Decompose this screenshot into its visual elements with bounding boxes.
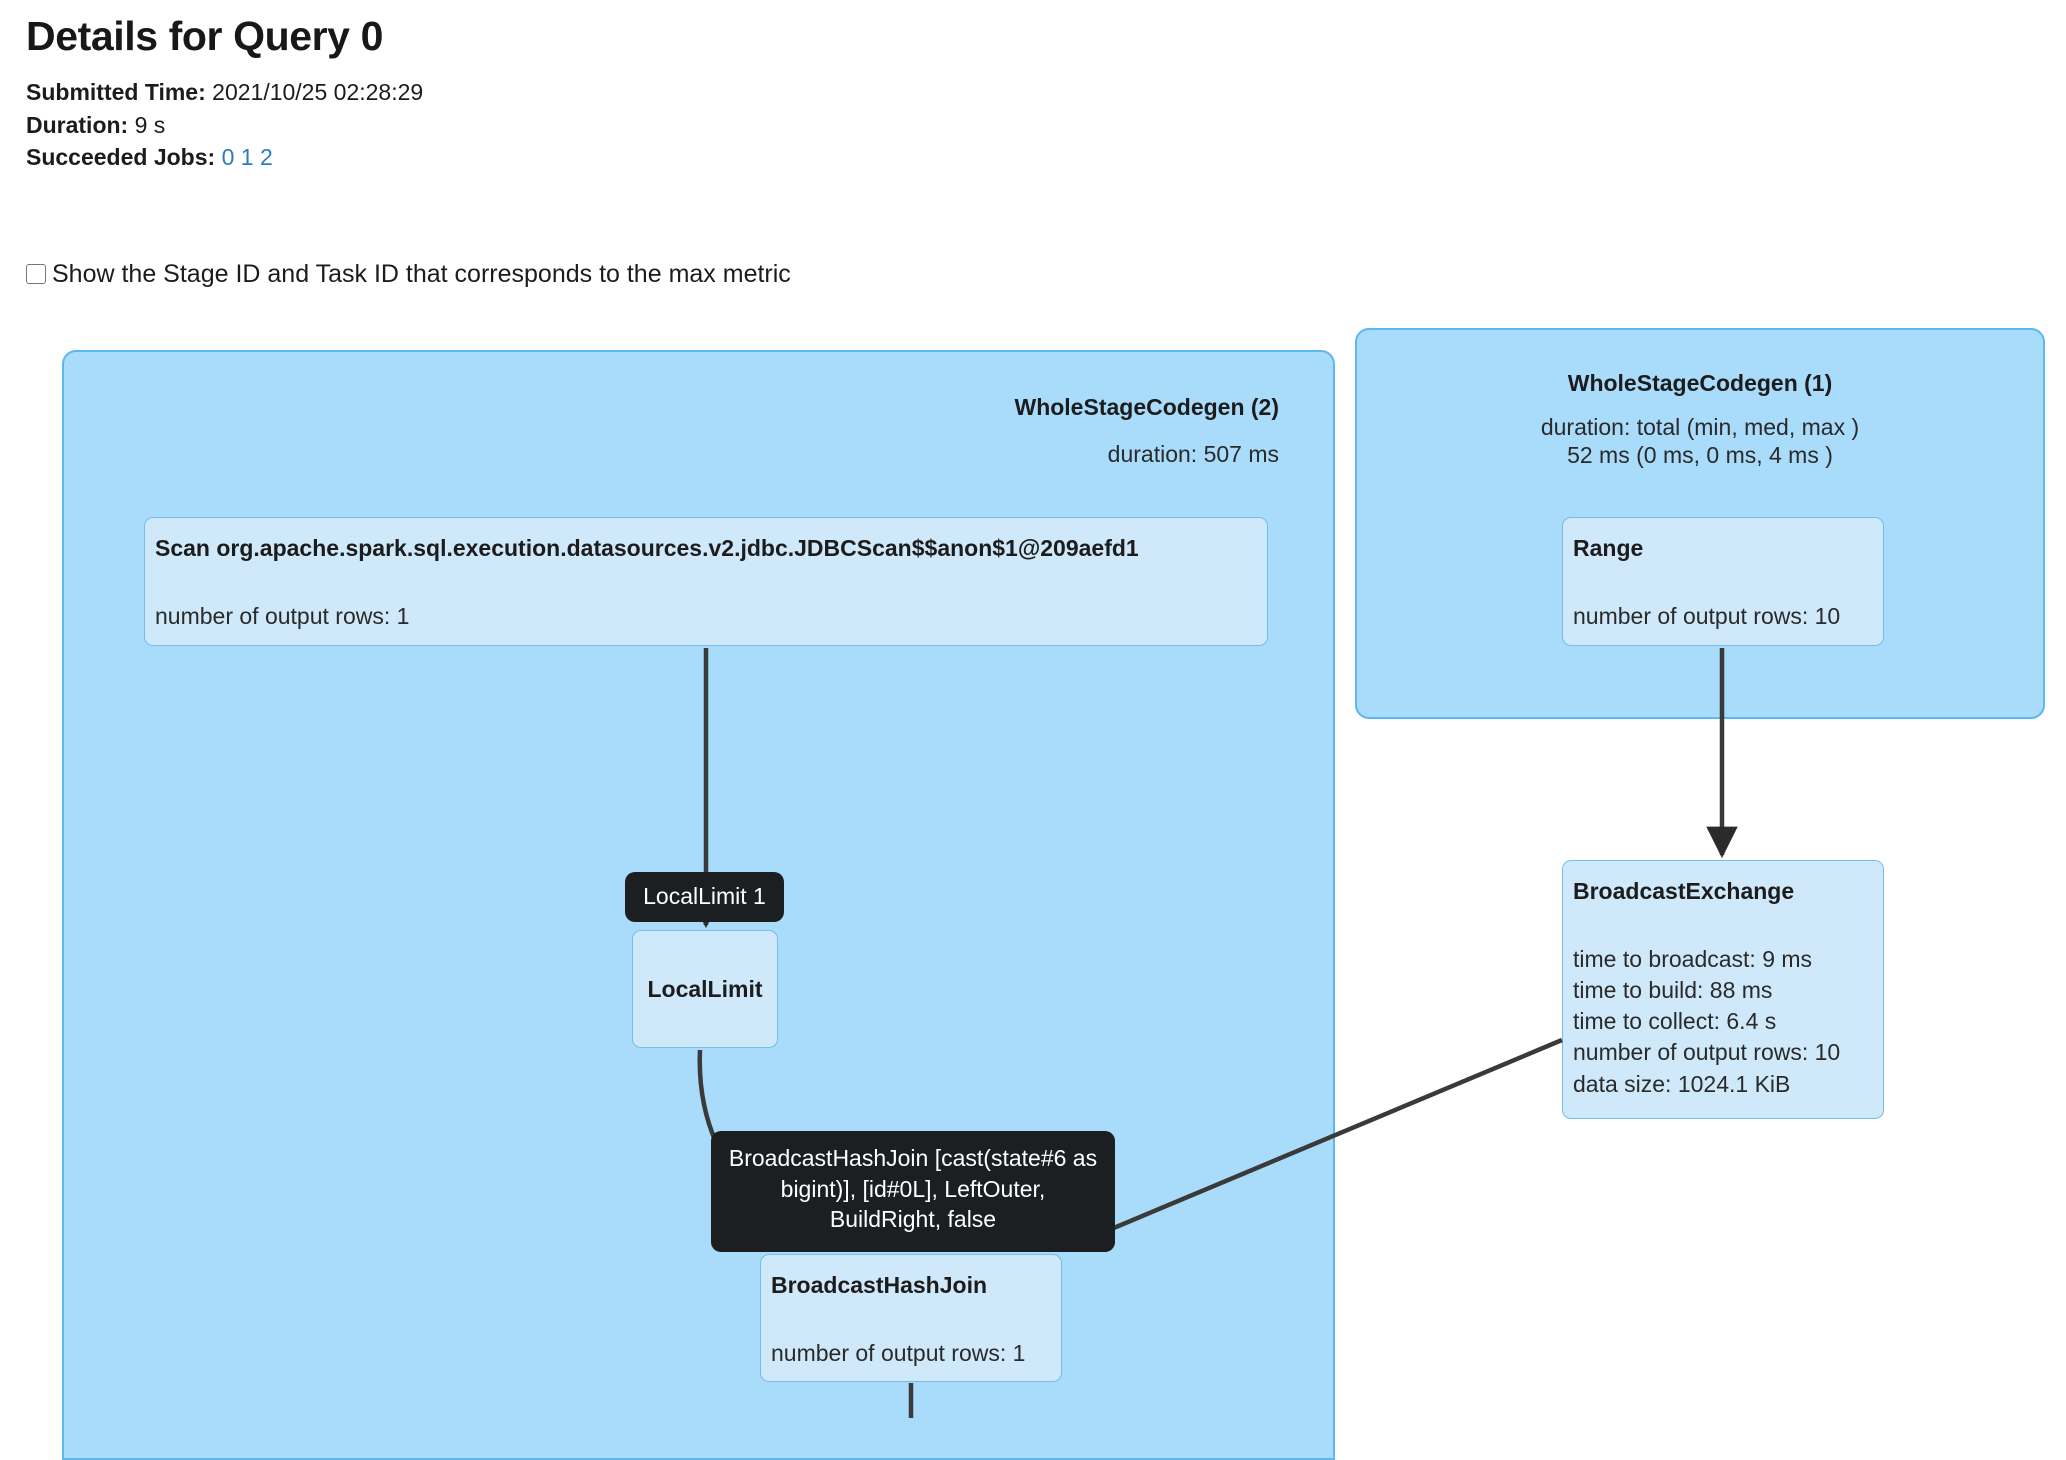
show-stage-task-checkbox[interactable]	[26, 264, 46, 284]
node-scan-title: Scan org.apache.spark.sql.execution.data…	[155, 535, 1139, 561]
duration-value: 9 s	[134, 111, 166, 138]
job-link-0[interactable]: 0	[221, 144, 235, 171]
node-range-metrics: number of output rows: 10	[1573, 602, 1841, 629]
node-broadcastexchange[interactable]: BroadcastExchange time to broadcast: 9 m…	[1562, 860, 1884, 1119]
duration-row: Duration: 9 s	[26, 109, 1626, 142]
job-link-2[interactable]: 2	[259, 144, 273, 171]
node-scan[interactable]: Scan org.apache.spark.sql.execution.data…	[144, 517, 1268, 646]
submitted-time-label: Submitted Time:	[26, 78, 206, 105]
tooltip-broadcasthashjoin: BroadcastHashJoin [cast(state#6 as bigin…	[711, 1131, 1115, 1252]
query-header: Details for Query 0 Submitted Time: 2021…	[26, 13, 1626, 174]
node-broadcastexchange-metrics: time to broadcast: 9 ms time to build: 8…	[1573, 945, 1841, 1097]
duration-label: Duration:	[26, 111, 129, 138]
cluster-metric-wholestagecodegen-1: duration: total (min, med, max ) 52 ms (…	[1540, 414, 1860, 469]
cluster-metric-wholestagecodegen-2: duration: 507 ms	[1107, 441, 1279, 467]
node-range[interactable]: Range number of output rows: 10	[1562, 517, 1884, 646]
show-stage-task-label[interactable]: Show the Stage ID and Task ID that corre…	[52, 260, 791, 288]
node-broadcasthashjoin-metrics: number of output rows: 1	[771, 1339, 1026, 1366]
cluster-title-wholestagecodegen-2: WholeStageCodegen (2)	[1014, 394, 1279, 420]
submitted-time-row: Submitted Time: 2021/10/25 02:28:29	[26, 76, 1626, 109]
page-title: Details for Query 0	[26, 13, 383, 59]
submitted-time-value: 2021/10/25 02:28:29	[212, 78, 424, 105]
cluster-title-wholestagecodegen-1: WholeStageCodegen (1)	[1567, 370, 1833, 396]
succeeded-jobs-label: Succeeded Jobs:	[26, 144, 216, 171]
node-broadcasthashjoin-title: BroadcastHashJoin	[771, 1272, 988, 1298]
node-scan-metrics: number of output rows: 1	[155, 602, 410, 629]
node-locallimit[interactable]: LocalLimit	[632, 930, 778, 1048]
query-dag-visualization: WholeStageCodegen (2) duration: 507 ms W…	[62, 328, 2045, 1460]
show-stage-task-row: Show the Stage ID and Task ID that corre…	[26, 258, 791, 291]
tooltip-locallimit: LocalLimit 1	[625, 872, 784, 922]
node-broadcasthashjoin[interactable]: BroadcastHashJoin number of output rows:…	[760, 1254, 1062, 1382]
succeeded-jobs-row: Succeeded Jobs: 0 1 2	[26, 141, 1626, 174]
node-broadcastexchange-title: BroadcastExchange	[1573, 878, 1795, 904]
node-locallimit-title: LocalLimit	[647, 975, 763, 1002]
job-link-1[interactable]: 1	[240, 144, 254, 171]
node-range-title: Range	[1573, 535, 1644, 561]
